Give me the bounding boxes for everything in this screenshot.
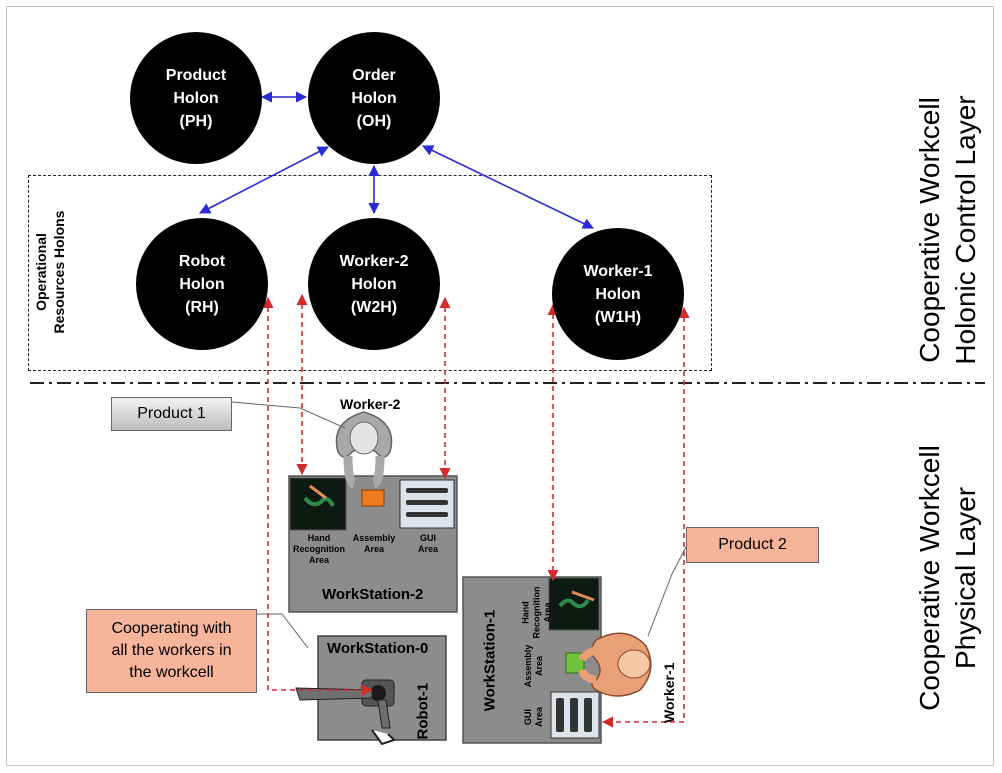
red-w1-gui-link [601, 306, 690, 728]
order-holon: Order Holon (OH) [308, 32, 440, 164]
robot-holon: Robot Holon (RH) [136, 218, 268, 350]
robot-1-label: Robot-1 [414, 682, 432, 740]
worker-1-holon: Worker-1 Holon (W1H) [552, 228, 684, 360]
physical-layer-label: Cooperative Workcell Physical Layer [914, 445, 981, 711]
leader-cooperating [257, 613, 309, 649]
control-layer-label: Cooperative Workcell Holonic Control Lay… [914, 95, 981, 365]
ws2-hand-area-label: Hand Recognition Area [293, 533, 345, 565]
workstation-0-title: WorkStation-0 [327, 640, 429, 657]
arrow-oh-w1h [421, 145, 595, 229]
diagram-frame [6, 6, 994, 766]
worker-2-label: Worker-2 [340, 396, 401, 412]
product-2-callout: Product 2 [686, 527, 819, 563]
leader-product2 [647, 546, 687, 637]
ws1-assembly-area-label: Assembly Area [523, 644, 544, 688]
leader-product1 [231, 401, 346, 429]
product-1-callout: Product 1 [111, 397, 232, 431]
arrow-oh-rh [199, 146, 329, 214]
ws2-assembly-area-label: Assembly Area [352, 533, 396, 554]
ws2-product-orange [361, 489, 385, 507]
workstation-1-title: WorkStation-1 [481, 609, 499, 712]
cooperating-callout: Cooperating with all the workers in the … [86, 609, 257, 693]
workstation-2-title: WorkStation-2 [322, 586, 424, 603]
product-holon: Product Holon (PH) [130, 32, 262, 164]
red-robot-link [262, 296, 374, 696]
ws2-gui-area-label: GUI Area [417, 533, 438, 554]
worker-1-label: Worker-1 [661, 662, 677, 723]
operational-resources-label: Operational Resources Holons [33, 210, 67, 334]
ws1-hand-area-label: Hand Recognition Area [520, 586, 553, 639]
ws1-gui-area-label: GUI Area [523, 707, 544, 728]
worker-2-holon: Worker-2 Holon (W2H) [308, 218, 440, 350]
